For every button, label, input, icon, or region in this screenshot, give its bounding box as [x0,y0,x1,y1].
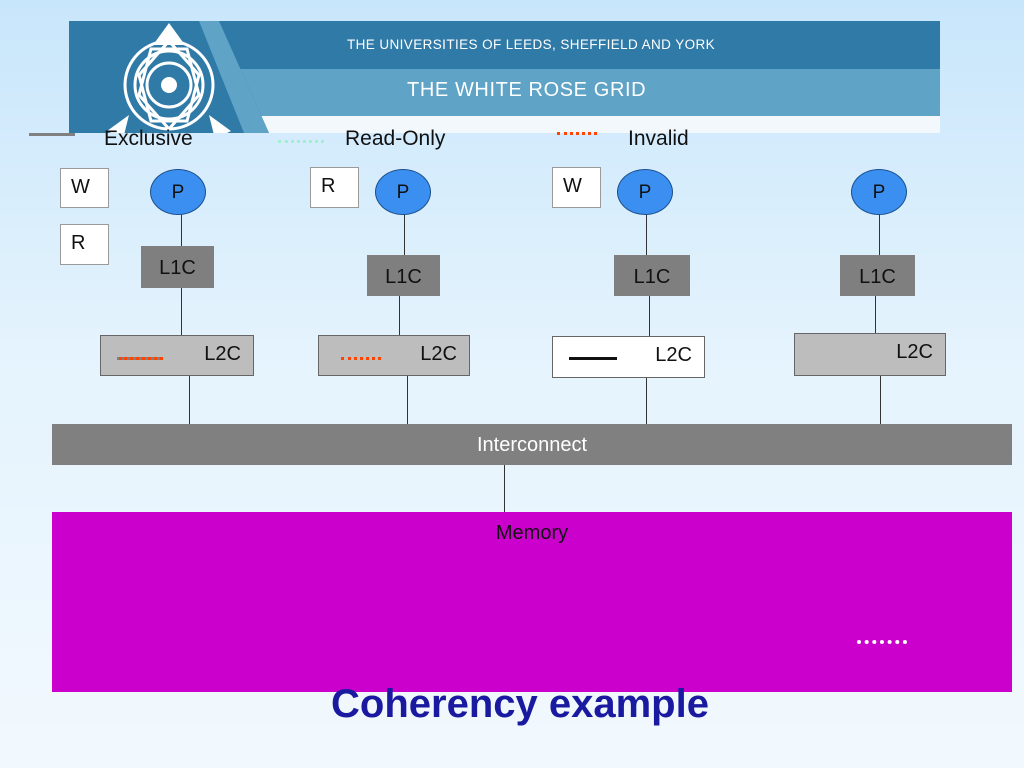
legend-exclusive-swatch [29,133,75,136]
node2-l2-invalid-mark [341,357,381,360]
interconnect-bus: Interconnect [52,424,1012,465]
legend-invalid-label: Invalid [628,127,689,150]
node3-l2-exclusive-mark [569,357,617,360]
node1-op-read: R [60,224,109,265]
node1-l2-invalid-mark [119,357,163,360]
node2-l2-bus-link [407,376,408,424]
node1-op-write: W [60,168,109,208]
node1-p-l1-link [181,214,182,246]
node2-l1-cache: L1C [367,255,440,296]
white-rose-logo [69,21,269,133]
node3-l2-cache: L2C [552,336,705,378]
node3-l1-cache: L1C [614,255,690,296]
node1-processor: P [150,169,206,215]
node3-p-l1-link [646,214,647,255]
node3-l2-label: L2C [655,344,692,366]
node2-l1-l2-link [399,296,400,335]
node2-l2-cache: L2C [318,335,470,376]
node1-l1-l2-link [181,287,182,335]
node1-l2-cache: L2C [100,335,254,376]
node2-p-l1-link [404,214,405,255]
bus-memory-link [504,465,505,512]
node4-l2-bus-link [880,376,881,424]
node4-p-l1-link [879,214,880,255]
node2-op-read: R [310,167,359,208]
node4-l2-cache: L2C [794,333,946,376]
node4-processor: P [851,169,907,215]
banner-bottom-band [69,116,940,133]
node1-l2-bus-link [189,376,190,424]
node2-l2-label: L2C [420,343,457,365]
legend-read-only-label: Read-Only [345,127,446,150]
node4-l1-cache: L1C [840,255,915,296]
node1-l1-cache: L1C [141,246,214,288]
node4-l1-l2-link [875,296,876,333]
node3-l2-bus-link [646,378,647,424]
header-banner: THE UNIVERSITIES OF LEEDS, SHEFFIELD AND… [69,21,940,133]
banner-grid-title: THE WHITE ROSE GRID [407,79,647,101]
banner-universities-text: THE UNIVERSITIES OF LEEDS, SHEFFIELD AND… [347,37,716,52]
node1-l2-label: L2C [204,343,241,365]
legend-invalid-swatch [557,132,597,135]
main-memory: Memory [52,512,1012,692]
node2-processor: P [375,169,431,215]
legend-read-only-swatch [278,140,324,143]
node3-l1-l2-link [649,296,650,336]
memory-label: Memory [495,522,569,544]
node3-processor: P [617,169,673,215]
memory-read-only-mark [857,640,907,644]
legend-exclusive-label: Exclusive [104,127,193,150]
node3-op-write: W [552,167,601,208]
slide-title: Coherency example [331,682,709,726]
node4-l2-label: L2C [896,341,933,363]
